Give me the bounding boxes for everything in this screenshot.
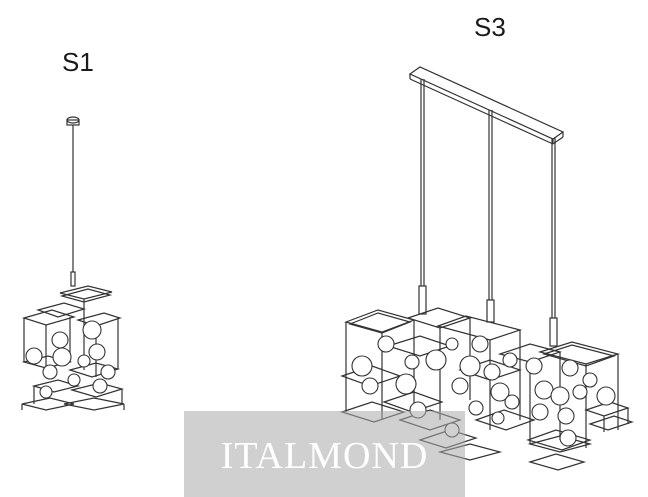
model-label-s3: S3 xyxy=(474,12,506,42)
model-label-s1: S1 xyxy=(62,47,94,77)
s1-globes xyxy=(25,320,116,399)
s3-pendant-illustration xyxy=(340,66,634,471)
watermark-logo: ITALMOND xyxy=(184,411,465,497)
watermark-text: ITALMOND xyxy=(220,435,429,477)
